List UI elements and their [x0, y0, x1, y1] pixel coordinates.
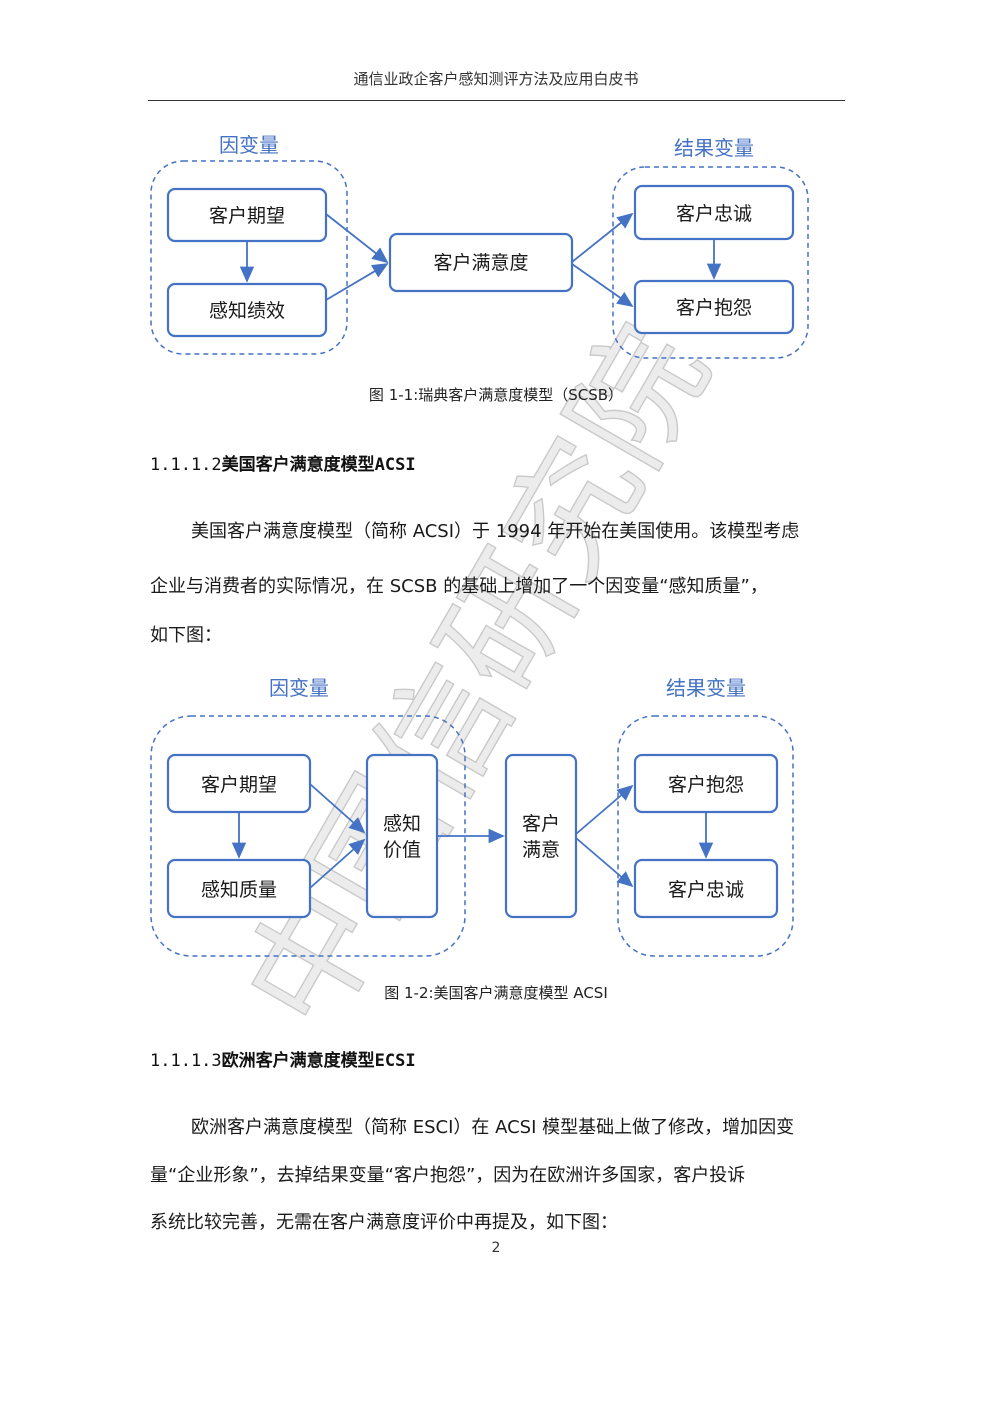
fig2-node-satisfaction	[504, 753, 578, 919]
fig2-antecedent-label: 因变量	[269, 676, 329, 700]
fig1-node-performance-label: 感知绩效	[209, 300, 285, 322]
fig2-outcome-label: 结果变量	[666, 676, 746, 700]
fig2-node-satisfaction-line1: 客户	[522, 813, 560, 835]
fig2-arrow-satisfaction-loyalty	[575, 837, 634, 888]
fig2-caption: 图 1-2:美国客户满意度模型 ACSI	[384, 984, 608, 1002]
ecsi-paragraph-line: 欧洲客户满意度模型（简称 ESCI）在 ACSI 模型基础上做了修改，增加因变	[191, 1117, 795, 1138]
figure-2-acsi-diagram: 因变量 结果变量 客户期望 感知质量 感知 价值 客户 满意 客户抱怨 客户忠诚	[150, 676, 794, 957]
fig1-antecedent-label: 因变量	[219, 133, 279, 157]
page-number: 2	[491, 1240, 501, 1256]
fig2-node-quality-label: 感知质量	[201, 879, 277, 901]
fig2-outcome-group	[617, 715, 794, 957]
fig2-antecedent-group	[150, 715, 466, 957]
fig1-arrow-satisfaction-loyalty	[571, 212, 634, 263]
fig1-arrow-satisfaction-complaint	[571, 263, 634, 308]
acsi-paragraph-line: 美国客户满意度模型（简称 ACSI）于 1994 年开始在美国使用。该模型考虑	[191, 521, 800, 542]
fig1-outcome-label: 结果变量	[674, 136, 754, 160]
section-ecsi-heading: 1.1.1.3欧洲客户满意度模型ECSI	[150, 1046, 416, 1071]
acsi-paragraph-line: 企业与消费者的实际情况，在 SCSB 的基础上增加了一个因变量“感知质量”，	[150, 576, 768, 597]
fig2-node-value-line1: 感知	[383, 813, 421, 835]
section-acsi-abbr: ACSI	[374, 455, 416, 475]
fig1-node-loyalty-label: 客户忠诚	[676, 203, 752, 225]
section-acsi-heading: 1.1.1.2美国客户满意度模型ACSI	[150, 450, 416, 475]
fig2-node-complaint-label: 客户抱怨	[668, 774, 744, 796]
fig1-node-satisfaction	[388, 232, 574, 293]
section-ecsi-abbr: ECSI	[374, 1051, 416, 1071]
fig2-node-expectation-label: 客户期望	[201, 774, 277, 796]
section-acsi-title: 美国客户满意度模型	[221, 455, 375, 475]
fig2-arrow-expectation-value	[309, 783, 366, 834]
section-acsi-number: 1.1.1.2	[150, 455, 222, 475]
page-header-title: 通信业政企客户感知测评方法及应用白皮书	[353, 70, 639, 88]
fig1-node-satisfaction-label: 客户满意度	[433, 252, 528, 274]
fig2-arrow-quality-value	[309, 838, 366, 889]
acsi-paragraph-line: 如下图：	[150, 625, 222, 646]
fig2-node-value-line2: 价值	[383, 839, 421, 861]
ecsi-paragraph-line: 量“企业形象”，去掉结果变量“客户抱怨”，因为在欧洲许多国家，客户投诉	[150, 1165, 746, 1186]
fig1-outcome-group	[612, 166, 809, 359]
fig2-arrow-satisfaction-complaint	[575, 784, 634, 835]
fig2-node-satisfaction-line2: 满意	[522, 839, 560, 861]
fig1-antecedent-group	[150, 160, 348, 355]
ecsi-paragraph-line: 系统比较完善，无需在客户满意度评价中再提及，如下图：	[150, 1212, 618, 1233]
fig1-caption: 图 1-1:瑞典客户满意度模型（SCSB）	[368, 386, 624, 404]
fig1-node-performance	[166, 282, 328, 338]
fig2-node-quality	[166, 858, 312, 919]
section-ecsi-title: 欧洲客户满意度模型	[221, 1051, 375, 1071]
fig1-node-expectation-label: 客户期望	[209, 205, 285, 227]
fig1-arrow-expectation-satisfaction	[325, 213, 389, 264]
fig2-node-value	[365, 753, 439, 919]
fig1-node-complaint-label: 客户抱怨	[676, 297, 752, 319]
fig2-node-loyalty	[633, 858, 779, 919]
section-ecsi-number: 1.1.1.3	[150, 1051, 222, 1071]
header-divider	[148, 100, 845, 101]
fig1-arrow-performance-satisfaction	[325, 263, 389, 301]
figure-1-scsb-diagram: 因变量 结果变量 客户期望 感知绩效 客户满意度 客户忠诚 客户抱怨	[150, 133, 809, 359]
fig1-node-complaint	[633, 279, 795, 335]
fig2-node-loyalty-label: 客户忠诚	[668, 879, 744, 901]
